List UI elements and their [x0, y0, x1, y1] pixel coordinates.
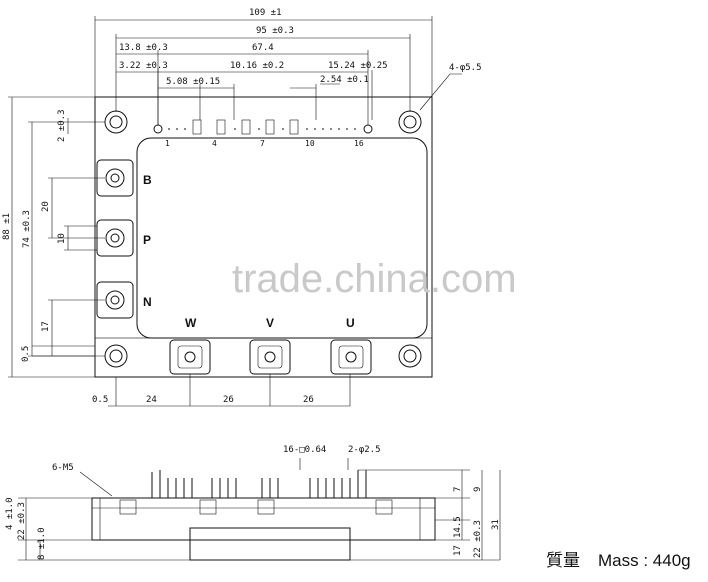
terminal-v — [249, 339, 291, 375]
terminal-label-v: V — [266, 316, 274, 330]
mass-japanese-label: 質量 — [546, 551, 580, 570]
dim-mount-holes: 4-φ5.5 — [449, 63, 482, 73]
mount-hole-tl — [104, 110, 128, 134]
dim-pin-pitch-small: 5.08 ±0.15 — [166, 77, 220, 87]
dim-7: 7 — [453, 487, 463, 492]
mount-hole-tr — [398, 110, 422, 134]
dim-pins: 16-□0.64 — [283, 445, 326, 455]
pin-number-7: 7 — [260, 139, 265, 148]
dim-w-pitch-3: 26 — [303, 395, 314, 405]
side-baseplate — [189, 527, 351, 561]
side-dimension-lines — [18, 458, 501, 561]
watermark: trade.china.com — [232, 257, 517, 301]
terminal-label-w: W — [185, 316, 197, 330]
dim-8: 8 ±1.0 — [37, 527, 47, 560]
bottom-strip — [94, 337, 433, 378]
dim-pin-offset: 13.8 ±0.3 — [119, 43, 168, 53]
side-view: 6-M5 16-□0.64 2-φ2.5 7 9 14.5 17 22 ±0.3… — [5, 445, 501, 561]
dim-pin-left: 3.22 ±0.3 — [119, 61, 168, 71]
terminal-w — [169, 339, 211, 375]
dim-pin-group: 10.16 ±0.2 — [230, 61, 284, 71]
terminal-label-p: P — [143, 233, 151, 247]
dim-22a: 22 ±0.3 — [473, 520, 483, 558]
dim-w-pitch-2: 26 — [223, 395, 234, 405]
dim-pin-span: 67.4 — [252, 43, 274, 53]
dim-w-pitch-1: 24 — [146, 395, 157, 405]
dim-9: 9 — [473, 487, 483, 492]
dim-17: 17 — [453, 545, 463, 556]
dim-height-total: 88 ±1 — [2, 213, 12, 240]
terminal-u — [330, 339, 372, 375]
pin-number-4: 4 — [212, 139, 217, 148]
dim-pin-pitch: 2.54 ±0.1 — [320, 75, 369, 85]
left-dimension-lines — [8, 96, 351, 407]
dim-mount-pitch: 95 ±0.3 — [256, 26, 294, 36]
dim-b-p-pitch: 20 — [41, 201, 51, 212]
pin-number-16: 16 — [354, 139, 364, 148]
dim-holes: 2-φ2.5 — [348, 445, 381, 455]
top-view: 1 4 7 10 16 B P N — [2, 8, 517, 407]
mount-hole-br — [398, 344, 422, 368]
dim-screws: 6-M5 — [52, 463, 74, 473]
mount-hole-bl — [104, 344, 128, 368]
side-screw-terminals — [119, 499, 393, 515]
dim-22b: 22 ±0.3 — [17, 502, 27, 540]
dim-bottom-17: 17 — [41, 321, 51, 332]
dim-overall-width: 109 ±1 — [249, 8, 282, 18]
terminal-label-u: U — [346, 316, 355, 330]
pin-number-10: 10 — [305, 139, 315, 148]
dim-4: 4 ±1.0 — [5, 497, 15, 530]
side-body — [91, 497, 436, 541]
top-dimension-lines — [94, 16, 462, 125]
dim-31: 31 — [491, 519, 501, 530]
dim-14-5: 14.5 — [453, 516, 463, 538]
dim-left-top: 2 ±0.3 — [57, 109, 67, 142]
dim-term-width: 10 — [57, 233, 67, 244]
terminal-b — [96, 159, 134, 197]
terminal-label-b: B — [143, 173, 152, 187]
side-pins — [151, 470, 367, 498]
dim-w-offset: 0.5 — [92, 395, 108, 405]
control-pin-row — [153, 119, 373, 135]
dim-pin-group-right: 15.24 ±0.25 — [328, 61, 388, 71]
terminal-label-n: N — [143, 295, 152, 309]
case-body — [136, 137, 428, 339]
dim-height-inner: 74 ±0.3 — [22, 210, 32, 248]
mass-label: Mass : 440g — [598, 551, 691, 570]
pin-number-1: 1 — [165, 139, 170, 148]
dim-bottom-05: 0.5 — [21, 346, 31, 362]
